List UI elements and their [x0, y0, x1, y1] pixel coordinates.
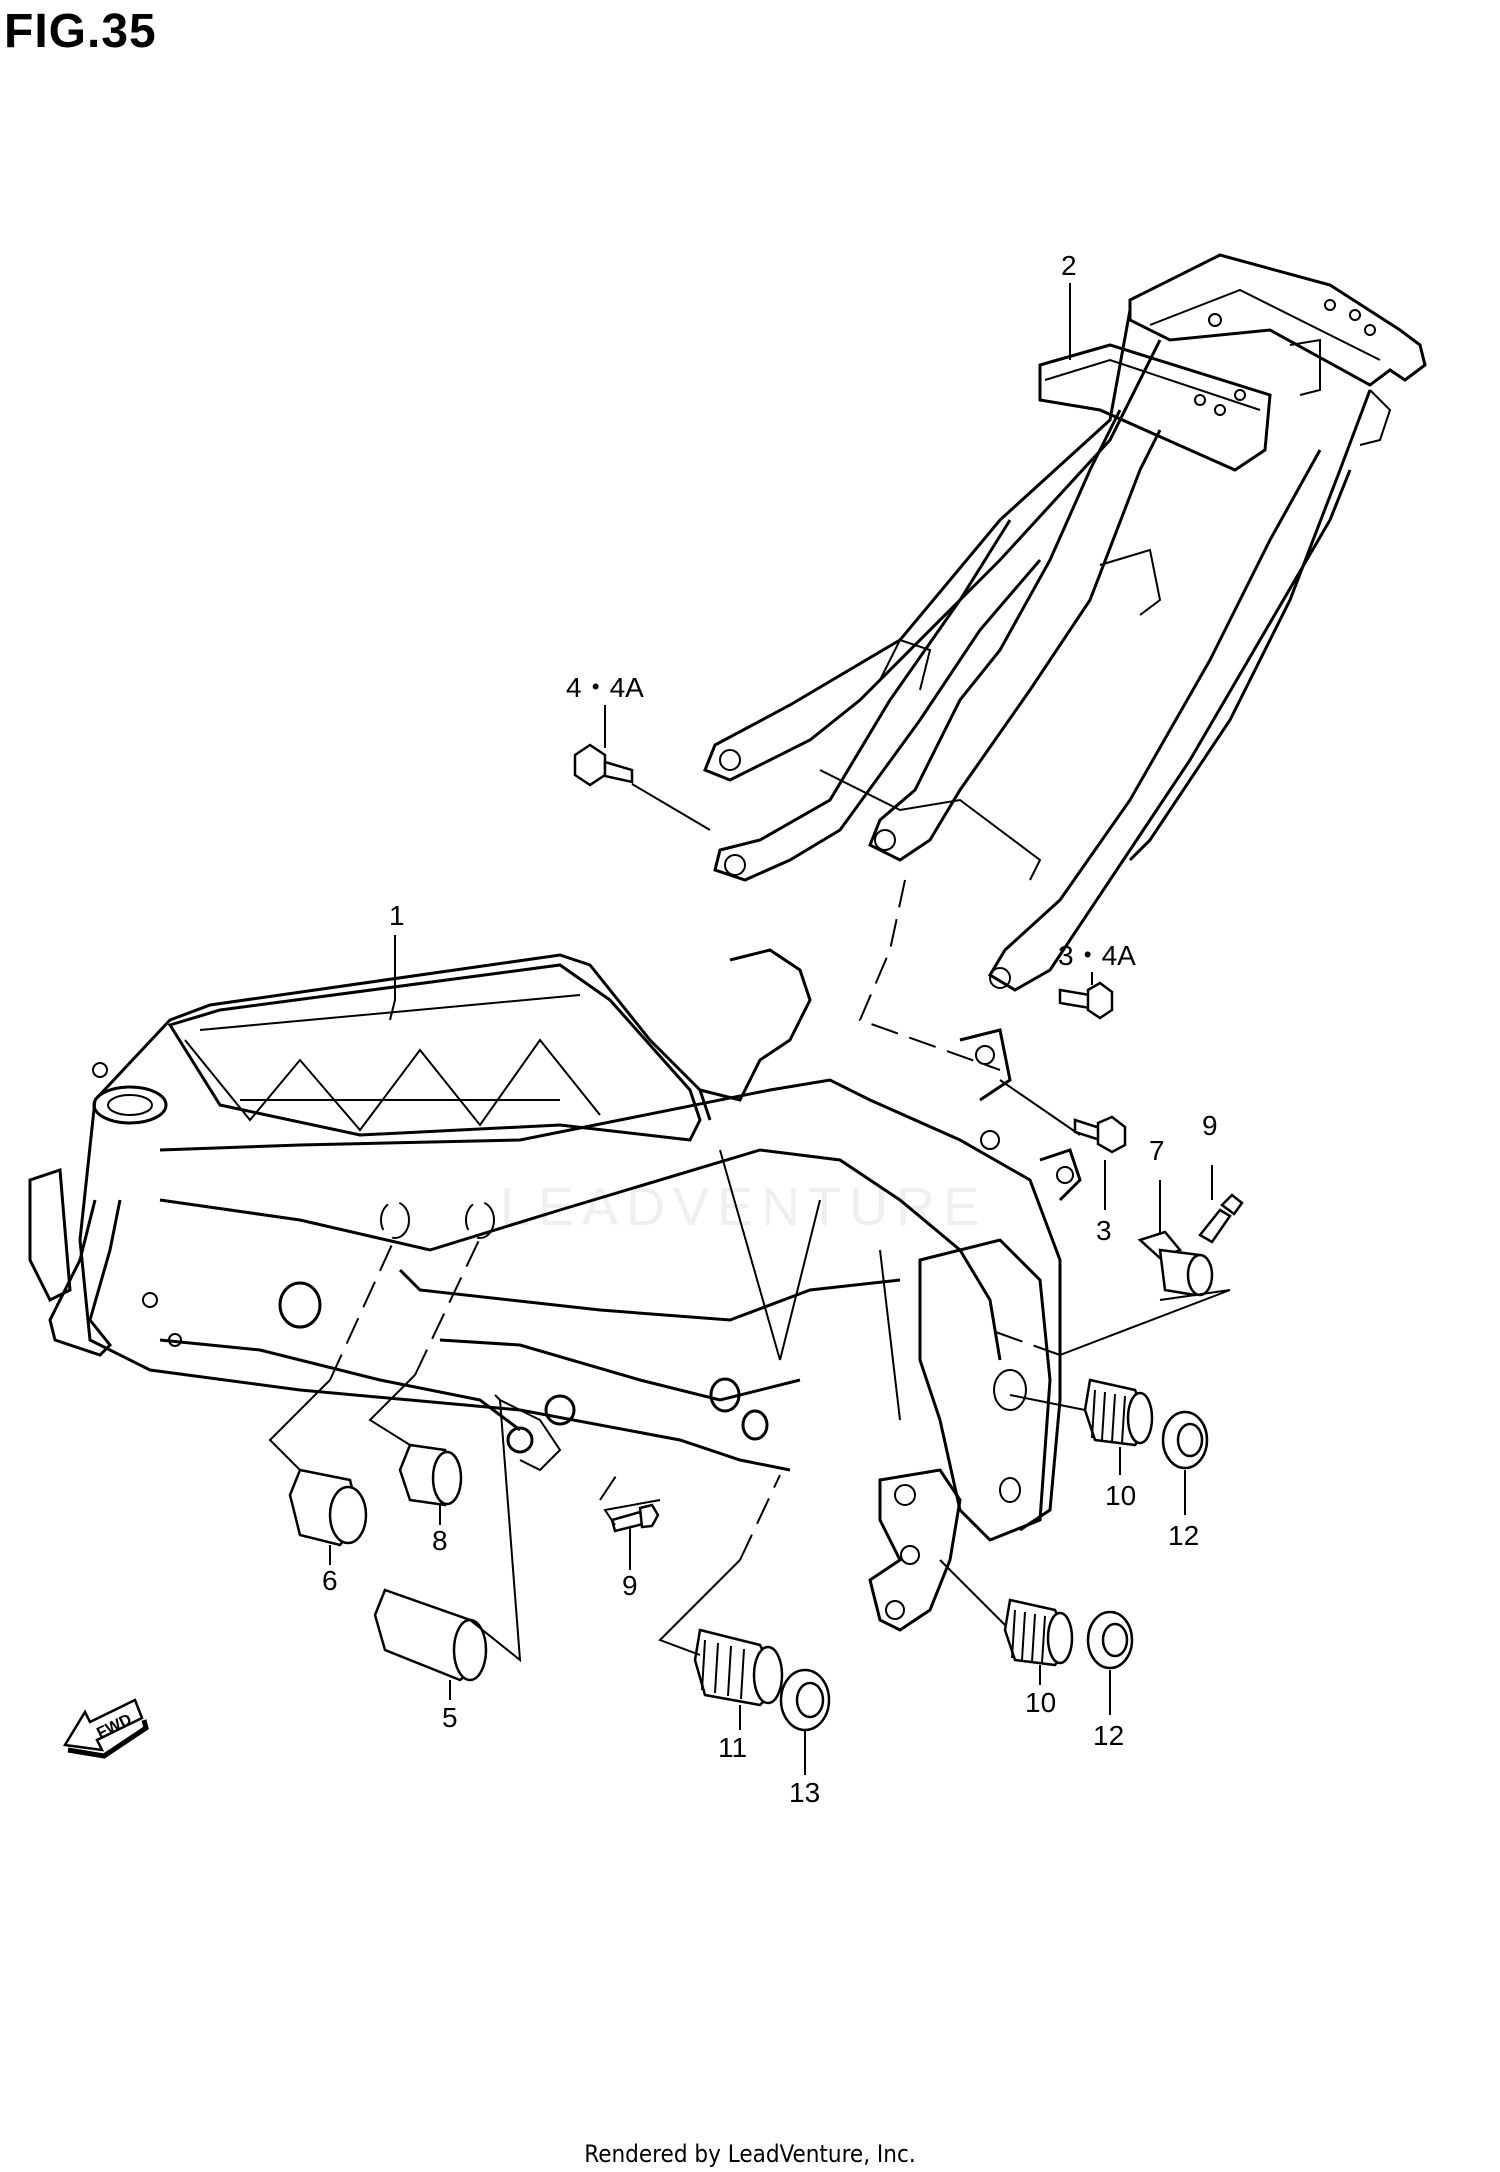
callout-12-lower: 12	[1093, 1720, 1124, 1751]
callout-11: 11	[718, 1732, 747, 1763]
callout-13: 13	[789, 1777, 820, 1808]
spacer-7	[1137, 1230, 1214, 1297]
callout-7: 7	[1149, 1135, 1165, 1166]
main-frame-drawing	[28, 948, 1082, 1632]
lock-nut-12-lower	[1086, 1610, 1134, 1670]
lock-nut-13	[779, 1668, 831, 1732]
callout-8: 8	[432, 1525, 448, 1556]
callout-10-lower: 10	[1025, 1687, 1056, 1718]
bolt-9-upper	[1198, 1193, 1244, 1244]
callout-9-upper: 9	[1202, 1110, 1218, 1141]
callout-10-upper: 10	[1105, 1480, 1136, 1511]
bolt-4-4a	[573, 743, 634, 787]
callout-2: 2	[1061, 250, 1077, 281]
lock-nut-12-upper	[1161, 1410, 1209, 1470]
callout-3-4a: 3・4A	[1058, 940, 1136, 971]
spacer-8	[398, 1443, 463, 1507]
forward-arrow-icon: FWD	[62, 1698, 149, 1759]
bolt-3	[1073, 1115, 1127, 1154]
spacer-6	[288, 1468, 368, 1547]
watermark-text: LEADVENTURE	[500, 1177, 987, 1237]
callout-6: 6	[322, 1565, 338, 1596]
callout-4-4a: 4・4A	[566, 672, 644, 703]
callout-1: 1	[389, 900, 405, 931]
adjuster-10-upper	[1083, 1378, 1154, 1447]
adjuster-11	[693, 1628, 784, 1707]
bolt-3-4a	[1058, 981, 1114, 1020]
adjuster-10-lower	[1003, 1598, 1074, 1667]
callout-3: 3	[1096, 1215, 1112, 1246]
callout-12-upper: 12	[1168, 1520, 1199, 1551]
bolt-9-lower	[610, 1503, 660, 1533]
footer-credit: Rendered by LeadVenture, Inc.	[584, 2140, 916, 2168]
spacer-5	[373, 1588, 488, 1682]
leader-lines	[268, 283, 1231, 1775]
callout-9-lower: 9	[622, 1570, 638, 1601]
seat-rail-drawing	[703, 253, 1427, 992]
figure-title: FIG.35	[4, 5, 157, 58]
callout-5: 5	[442, 1702, 458, 1733]
